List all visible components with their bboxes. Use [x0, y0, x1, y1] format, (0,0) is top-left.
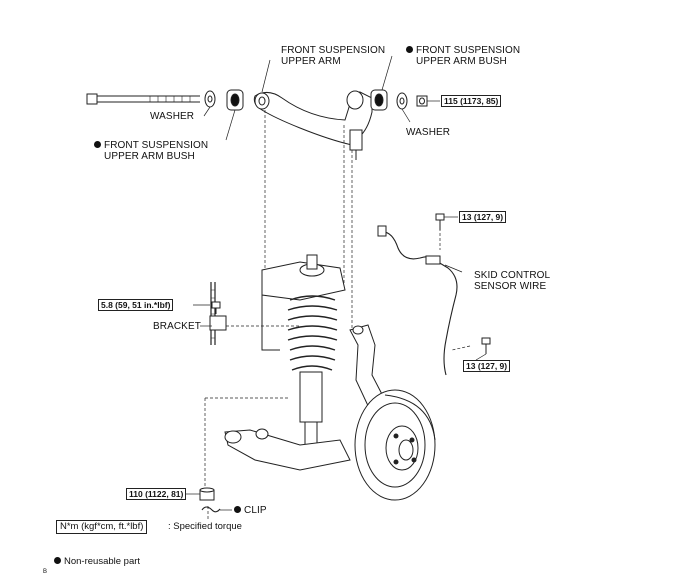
torque-bracket-bolt: 5.8 (59, 51 in.*lbf) [98, 299, 174, 311]
label-upper-arm: FRONT SUSPENSION UPPER ARM [281, 45, 386, 67]
torque-nut-upper: 115 (1173, 85) [441, 95, 502, 107]
label-clip: CLIP [234, 505, 267, 516]
bush-left [226, 89, 244, 111]
nut-right [416, 95, 428, 107]
long-bolt [86, 93, 200, 105]
bracket-bolt [211, 301, 221, 314]
label-bush-right: FRONT SUSPENSION UPPER ARM BUSH [406, 45, 520, 67]
non-reusable-dot [94, 141, 101, 148]
sensor-wire [377, 225, 458, 376]
label-bracket: BRACKET [153, 321, 201, 332]
upper-arm [253, 90, 373, 160]
brake-disc [354, 389, 436, 501]
clip-part [201, 506, 221, 513]
strut-assembly [261, 254, 346, 453]
bracket [209, 282, 227, 345]
torque-lower-nut: 110 (1122, 81) [126, 488, 187, 500]
label-bush-left: FRONT SUSPENSION UPPER ARM BUSH [94, 140, 208, 162]
label-skid-control-sensor-wire: SKID CONTROL SENSOR WIRE [474, 270, 551, 292]
non-reusable-dot [406, 46, 413, 53]
guide-lines [204, 110, 471, 520]
lower-arm [224, 428, 351, 471]
torque-bolt-mid-right: 13 (127, 9) [463, 360, 511, 372]
label-washer-right: WASHER [406, 127, 451, 138]
label-washer-left: WASHER [150, 111, 195, 122]
legend-non-reusable: Non-reusable part [54, 556, 140, 568]
washer-left [204, 90, 216, 108]
bolt-mid-right [481, 337, 491, 354]
legend-unit-box: N*m (kgf*cm, ft.*lbf) [56, 520, 148, 534]
non-reusable-dot [54, 557, 61, 564]
corner-mark: B [43, 569, 48, 575]
bush-right [370, 89, 388, 111]
washer-right [396, 92, 408, 110]
bolt-top-right [435, 213, 445, 230]
legend-unit-desc: : Specified torque [168, 521, 242, 532]
torque-bolt-top-right: 13 (127, 9) [459, 211, 507, 223]
lower-nut [199, 487, 215, 501]
non-reusable-dot [234, 506, 241, 513]
